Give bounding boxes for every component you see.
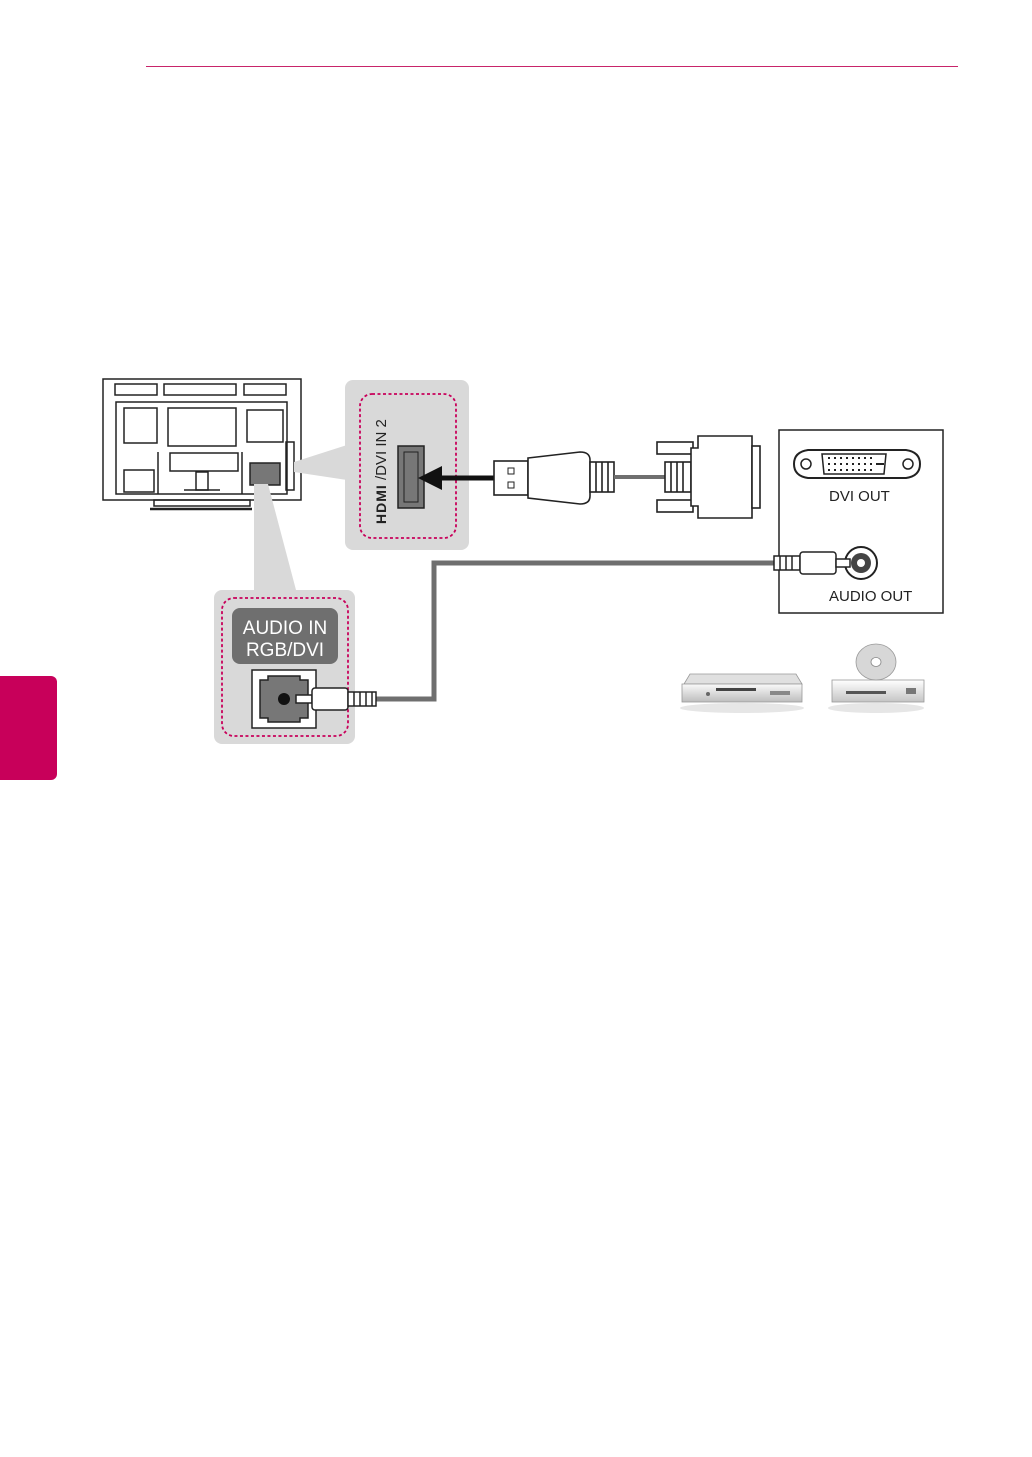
audio-out-label: AUDIO OUT [829, 588, 912, 605]
dvd-player-icon [828, 644, 924, 713]
dvi-port-icon [794, 450, 920, 478]
hdmi-callout-wedge [294, 445, 347, 480]
audio-in-panel: AUDIO IN RGB/DVI [214, 590, 376, 744]
hdmi-plug-icon [494, 452, 614, 504]
hdmi-port-label: /DVI IN 2 [373, 419, 390, 480]
dvd-recorder-icon [680, 674, 804, 713]
source-port-panel: DVI OUT AUDIO OUT [779, 430, 943, 613]
audio-in-label-line1: AUDIO IN [243, 618, 327, 639]
dvi-plug-icon [657, 436, 760, 518]
hdmi-logo: HDMI [373, 484, 389, 524]
audio-in-label-line2: RGB/DVI [246, 640, 324, 661]
tv-back-icon [103, 379, 301, 509]
hdmi-port-panel: HDMI /DVI IN 2 [345, 380, 469, 550]
dvi-out-label: DVI OUT [829, 488, 890, 505]
